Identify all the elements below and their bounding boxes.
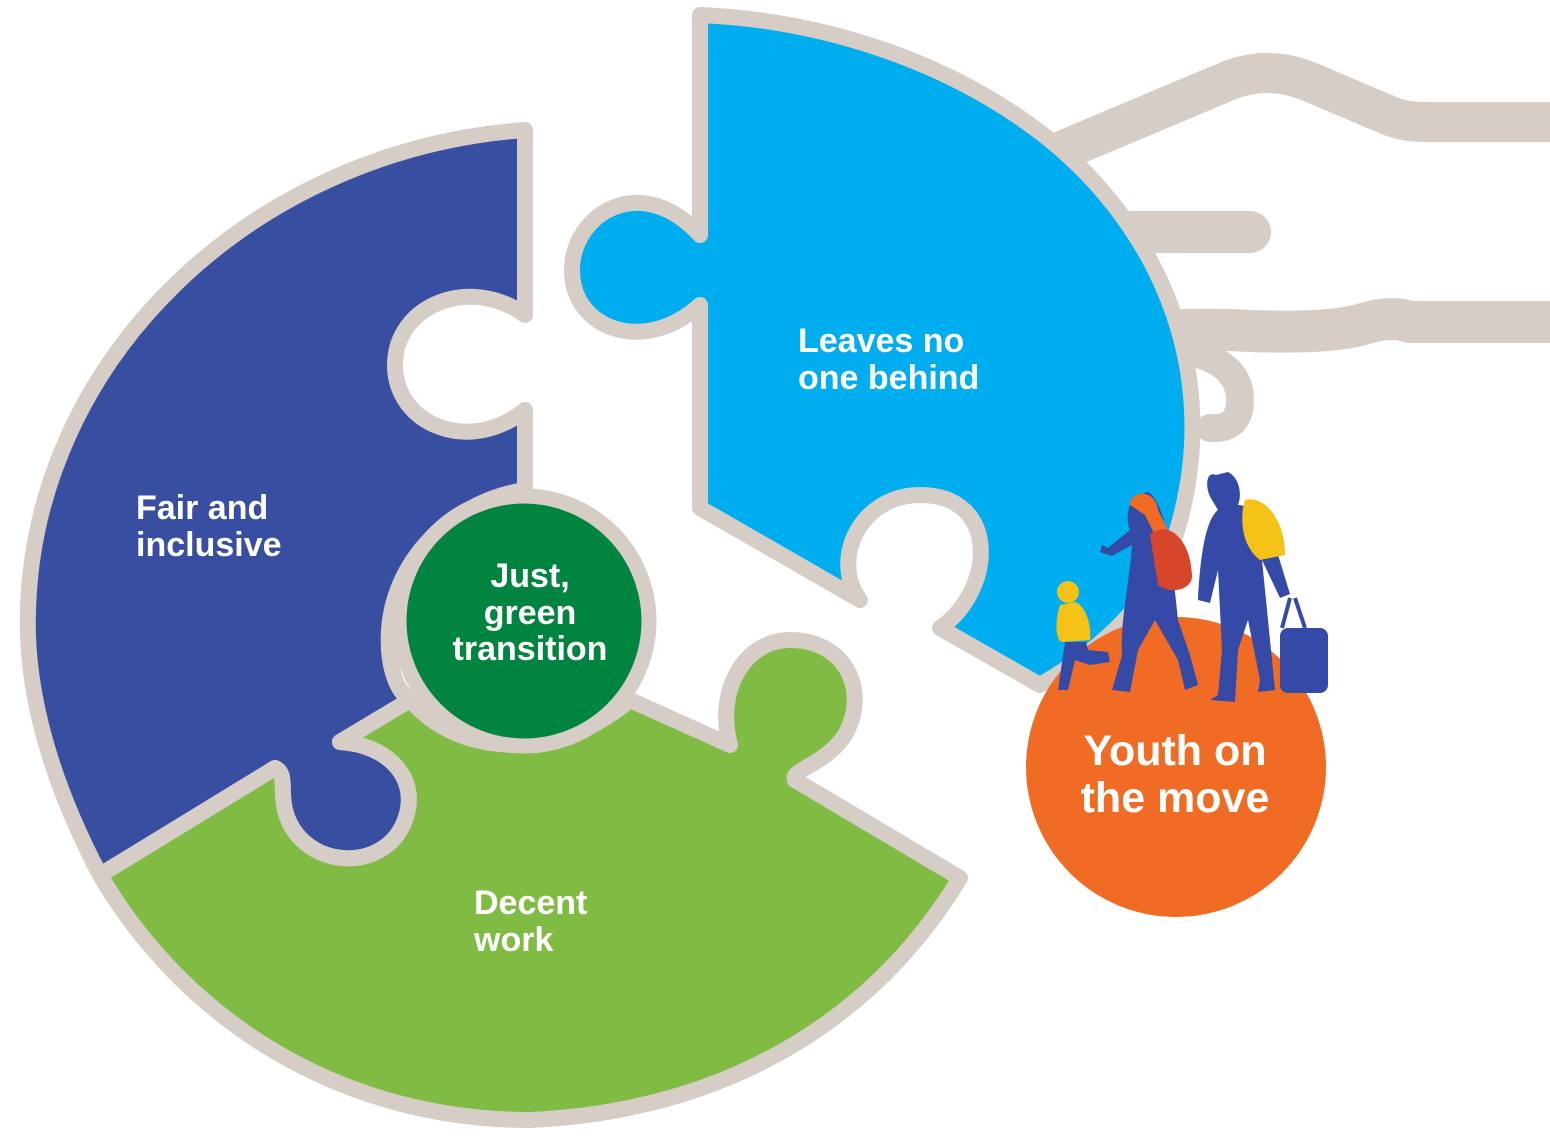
label-line: work bbox=[474, 920, 554, 959]
decent-work-label: Decent work bbox=[474, 885, 587, 958]
youth-on-the-move-label: Youth on the move bbox=[1030, 727, 1320, 823]
label-line: Just, bbox=[490, 557, 570, 595]
label-line: one behind bbox=[798, 358, 980, 397]
fair-and-inclusive-label: Fair and inclusive bbox=[136, 490, 282, 563]
label-line: green bbox=[483, 593, 577, 632]
label-line: inclusive bbox=[136, 525, 282, 564]
label-line: Leaves no bbox=[798, 322, 965, 360]
label-line: transition bbox=[452, 630, 608, 669]
piece-decent-work bbox=[92, 632, 968, 1128]
label-line: Youth on bbox=[1083, 727, 1267, 775]
leaves-no-one-behind-label: Leaves no one behind bbox=[798, 323, 979, 396]
center-circle bbox=[391, 488, 657, 754]
just-green-transition-label: Just, green transition bbox=[425, 558, 635, 668]
label-line: Decent bbox=[474, 884, 588, 922]
youth-circle bbox=[1026, 617, 1326, 917]
label-line: Fair and bbox=[136, 489, 269, 527]
label-line: the move bbox=[1080, 774, 1270, 823]
travelers-icon bbox=[1056, 472, 1328, 702]
piece-leaves-no-one-behind bbox=[564, 7, 1201, 693]
